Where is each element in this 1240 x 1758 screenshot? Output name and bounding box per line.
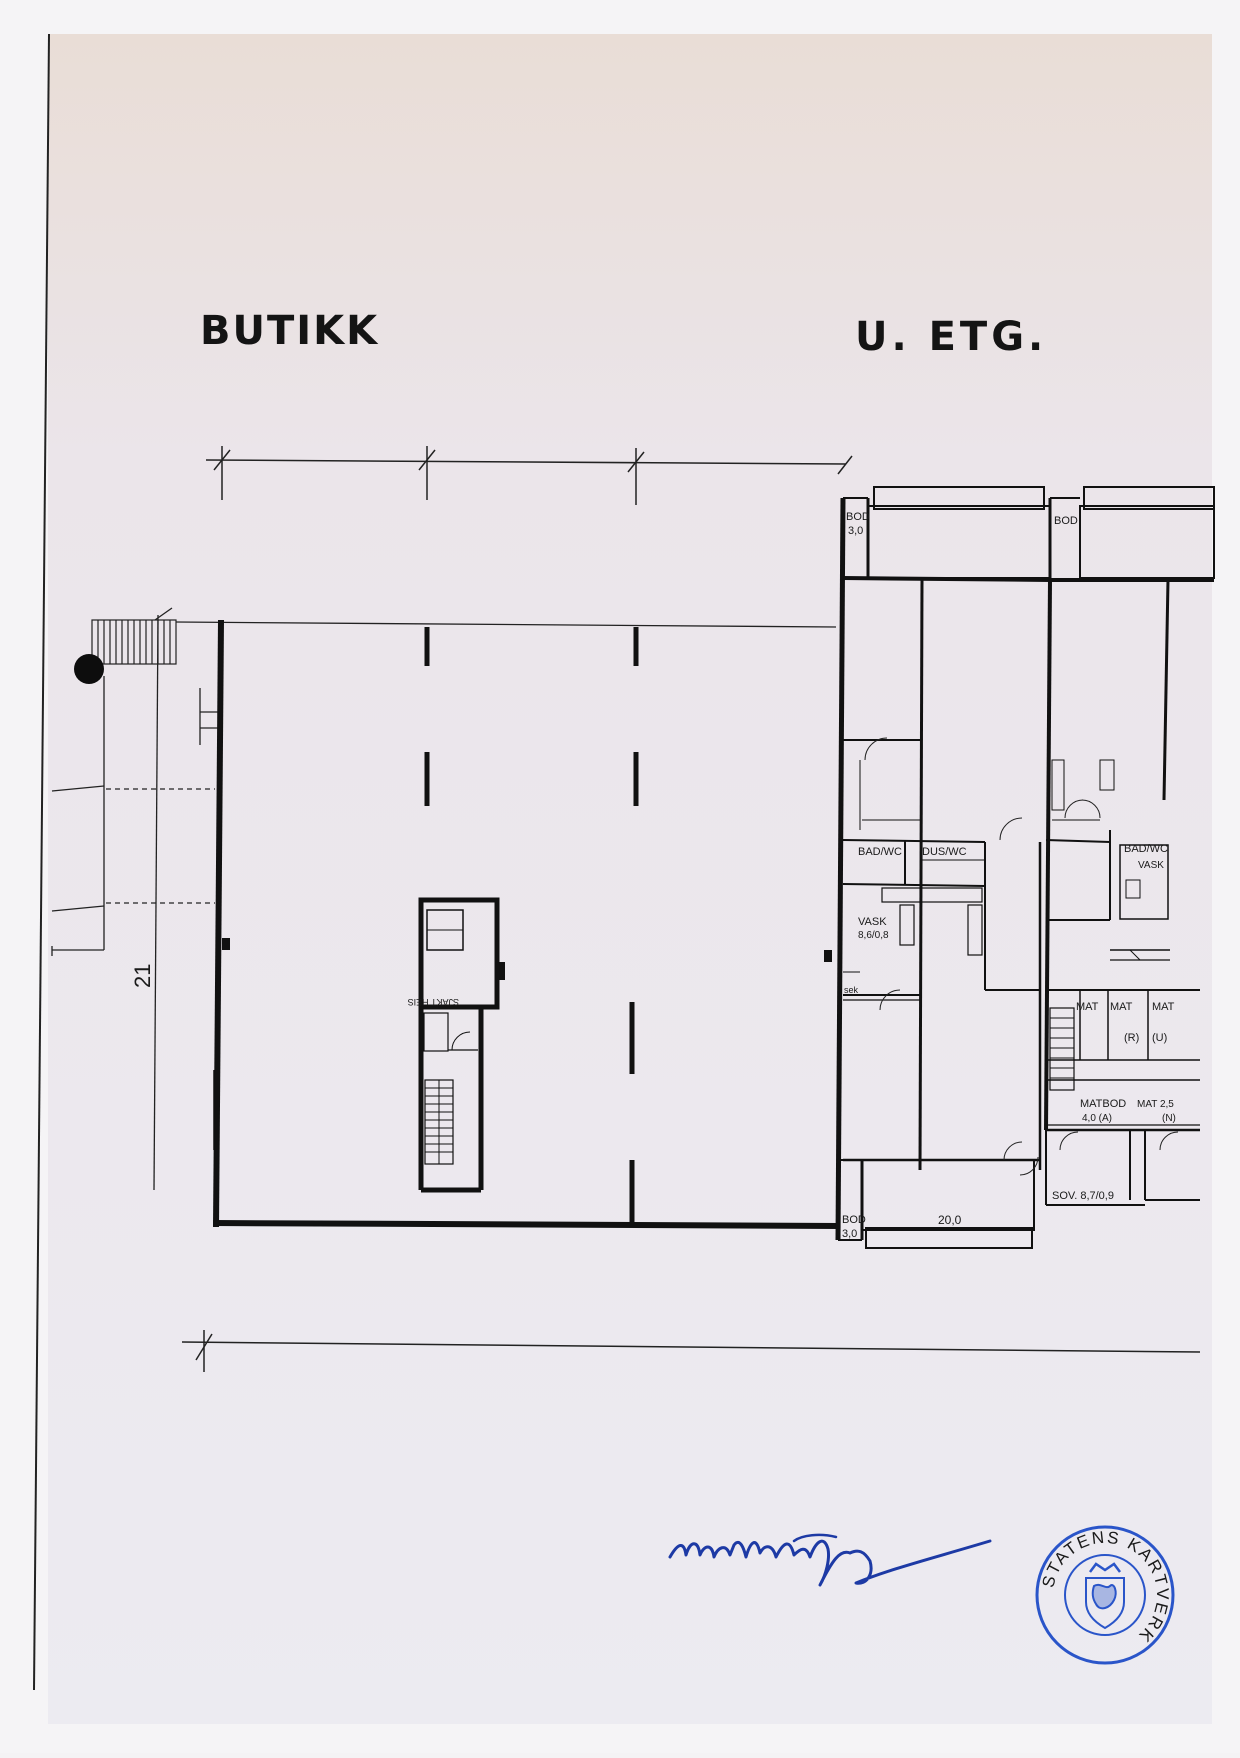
mat-25-label: MAT 2,5 bbox=[1137, 1099, 1174, 1110]
mat-2-sub-label: (R) bbox=[1124, 1032, 1139, 1044]
store-hall bbox=[212, 619, 841, 1229]
vask-1-value: 8,6/0,8 bbox=[858, 930, 889, 941]
bottom-dimension-line bbox=[181, 1330, 1201, 1372]
bod-top-1-label: BOD bbox=[846, 511, 870, 523]
bad-wc-1-label: BAD/WC bbox=[858, 846, 902, 858]
mat-3-sub-label: (U) bbox=[1152, 1032, 1167, 1044]
door-swings bbox=[864, 737, 1179, 1176]
bod-bottom-label: BOD bbox=[842, 1214, 866, 1226]
vask-2-label: VASK bbox=[1138, 860, 1164, 871]
dus-wc-label: DUS/WC bbox=[922, 846, 967, 858]
elevator-stair-core bbox=[418, 897, 505, 1193]
mat-3-label: MAT bbox=[1152, 1001, 1175, 1013]
mat-2-label: MAT bbox=[1110, 1001, 1133, 1013]
top-dimension-line bbox=[205, 446, 853, 505]
handwritten-signature bbox=[668, 1533, 992, 1587]
matbod-label: MATBOD bbox=[1080, 1098, 1126, 1110]
area-20-label: 20,0 bbox=[938, 1213, 962, 1227]
title-u-etg: U. ETG. bbox=[855, 314, 1048, 360]
sov-label: SOV. 8,7/0,9 bbox=[1052, 1190, 1114, 1202]
apartment-wing-walls bbox=[824, 486, 1215, 1249]
bod-bottom-value: 3,0 bbox=[842, 1228, 857, 1240]
vask-1-label: VASK bbox=[858, 916, 887, 928]
paper-area bbox=[48, 34, 1212, 1724]
room-labels: BOD 3,0 BOD BAD/WC DUS/WC VASK 8,6/0,8 s… bbox=[842, 511, 1176, 1240]
coat-of-arms-icon bbox=[1085, 1562, 1125, 1630]
bod-top-1-value: 3,0 bbox=[848, 525, 863, 537]
left-exterior-lines bbox=[51, 607, 837, 1191]
exterior-stair bbox=[91, 619, 177, 665]
bad-wc-2-label: BAD/WC bbox=[1124, 843, 1168, 855]
mat-1-label: MAT bbox=[1076, 1001, 1099, 1013]
bod-top-2-label: BOD bbox=[1054, 515, 1078, 527]
dimension-21-label: 21 bbox=[130, 964, 155, 988]
title-butikk: BUTIKK bbox=[200, 308, 380, 354]
elevator-shaft-label: SJAKT HEIS bbox=[408, 997, 459, 1007]
sek-label: sek bbox=[844, 985, 859, 995]
matbod-value: 4,0 (A) bbox=[1082, 1113, 1112, 1124]
marker-dot bbox=[74, 654, 104, 684]
statens-kartverk-stamp: STATENS KARTVERK bbox=[1035, 1525, 1175, 1665]
mat-25-sub-label: (N) bbox=[1162, 1113, 1176, 1124]
